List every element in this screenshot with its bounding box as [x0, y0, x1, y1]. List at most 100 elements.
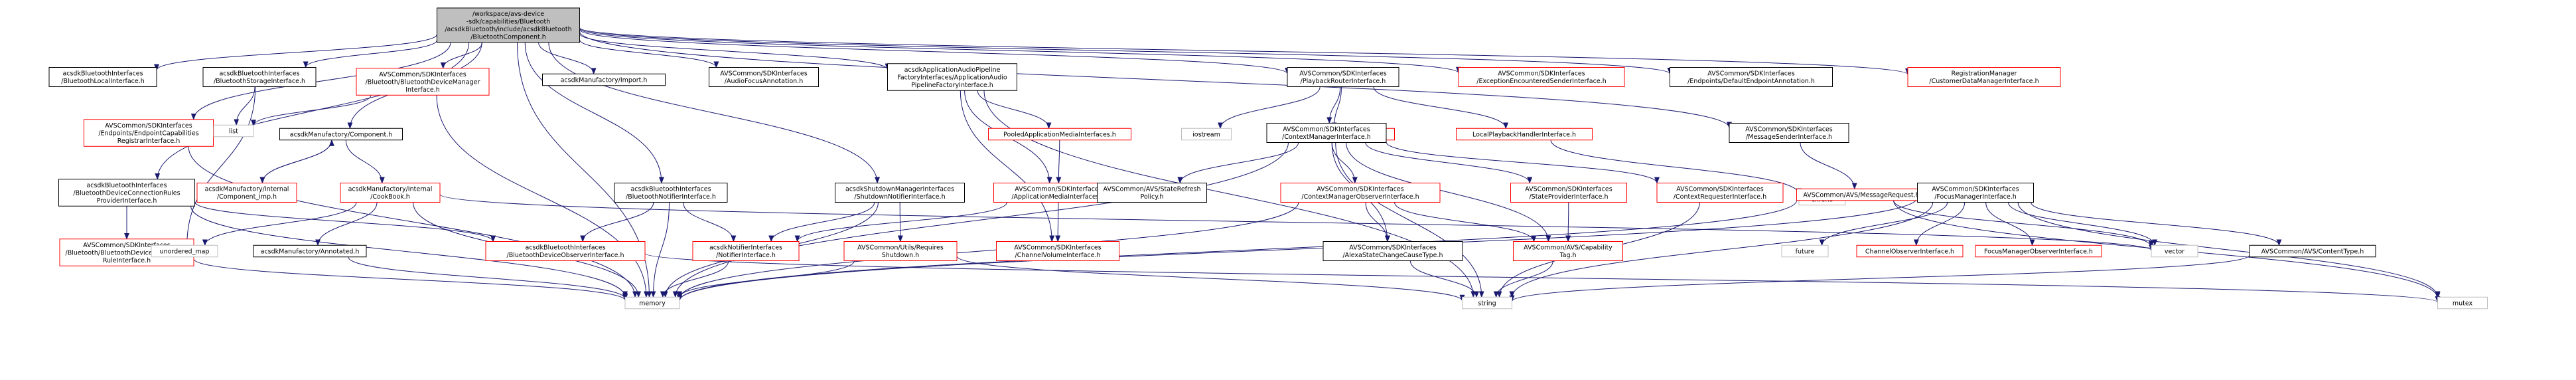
graph-node[interactable]: AVSCommon/AVS/ContentType.h [2249, 244, 2376, 258]
include-edge [190, 206, 628, 298]
node-label-line: acsdkApplicationAudioPipeline [904, 66, 1001, 74]
include-edge [1218, 86, 1321, 130]
node-label-line: /ContextManagerObserverInterface.h [1301, 193, 1419, 201]
include-edge [1331, 142, 1358, 184]
graph-node[interactable]: mutex [2437, 296, 2488, 310]
node-label-line: AVSCommon/SDKInterfaces [1676, 186, 1764, 193]
node-box [151, 244, 218, 258]
node-label-line: AVSCommon/SDKInterfaces [1707, 70, 1795, 78]
node-box [202, 67, 317, 87]
include-edge [1985, 202, 2035, 246]
node-label-line: acsdkBluetoothInterfaces [86, 182, 167, 189]
node-label-line: iostream [1192, 131, 1220, 138]
graph-node[interactable]: AVSCommon/SDKInterfaces/FocusManagerInte… [1917, 183, 2034, 203]
graph-node[interactable]: acsdkBluetoothInterfaces/BluetoothStorag… [202, 67, 317, 87]
graph-node[interactable]: acsdkManufactory/Internal/Component_imp.… [196, 183, 297, 203]
node-label-line: FocusManagerObserverInterface.h [1984, 248, 2093, 255]
graph-node[interactable]: AVSCommon/SDKInterfaces/ExceptionEncount… [1458, 67, 1625, 87]
graph-node[interactable]: PooledApplicationMediaInterfaces.h [988, 128, 1131, 141]
graph-node[interactable]: AVSCommon/SDKInterfaces/ContextManagerIn… [1266, 123, 1387, 143]
node-box [1323, 241, 1463, 261]
graph-node[interactable]: AVSCommon/SDKInterfaces/ContextRequester… [1656, 183, 1784, 203]
graph-node[interactable]: string [1462, 296, 1512, 310]
graph-node[interactable]: LocalPlaybackHandlerInterface.h [1456, 128, 1593, 141]
graph-node[interactable]: future [1781, 244, 1829, 258]
graph-node[interactable]: AVSCommon/SDKInterfaces/Endpoints/Defaul… [1670, 67, 1833, 87]
graph-node[interactable]: acsdkApplicationAudioPipelineFactoryInte… [887, 63, 1017, 91]
graph-node[interactable]: AVSCommon/SDKInterfaces/PlaybackRouterIn… [1287, 67, 1399, 87]
include-edge [2007, 202, 2158, 246]
node-box [1856, 244, 1964, 258]
node-label-line: acsdkManufactory/Import.h [561, 76, 648, 84]
node-label-line: Shutdown.h [882, 252, 919, 259]
node-box [1181, 128, 1232, 141]
graph-node[interactable]: AVSCommon/SDKInterfaces/StateProviderInt… [1510, 183, 1627, 203]
graph-node[interactable]: acsdkShutdownManagerInterfaces/ShutdownN… [835, 183, 965, 203]
graph-node[interactable]: AVSCommon/SDKInterfaces/Endpoints/Endpoi… [84, 119, 214, 147]
graph-node[interactable]: acsdkManufactory/Annotated.h [253, 244, 367, 258]
node-label-line: mutex [2453, 300, 2473, 307]
graph-node[interactable]: acsdkManufactory/Import.h [542, 73, 666, 86]
graph-node[interactable]: acsdkNotifierInterfaces/NotifierInterfac… [692, 241, 800, 261]
node-box [437, 7, 580, 43]
graph-node[interactable]: acsdkManufactory/Internal/CookBook.h [340, 183, 441, 203]
graph-node[interactable]: AVSCommon/SDKInterfaces/Bluetooth/Blueto… [59, 238, 194, 266]
node-label-line: /CustomerDataManagerInterface.h [1929, 78, 2039, 85]
include-edge [579, 29, 1290, 74]
include-edge [2031, 202, 2282, 246]
node-label-line: AVSCommon/SDKInterfaces [379, 71, 466, 78]
graph-root-node[interactable]: /workspace/avs-device-sdk/capabilities/B… [437, 7, 580, 43]
graph-node[interactable]: AVSCommon/SDKInterfaces/AudioFocusAnnota… [709, 67, 819, 87]
graph-node[interactable]: RegistrationManager/CustomerDataManagerI… [1907, 67, 2061, 87]
graph-node[interactable]: acsdkBluetoothInterfaces/BluetoothNotifi… [614, 183, 728, 203]
node-box [1656, 183, 1784, 203]
node-label-line: /BluetoothNotifierInterface.h [626, 193, 716, 201]
include-edge [579, 39, 719, 68]
graph-node[interactable]: acsdkBluetoothInterfaces/BluetoothLocalI… [48, 67, 157, 87]
node-label-line: AVSCommon/SDKInterfaces [1014, 244, 1102, 252]
include-edge [440, 42, 483, 69]
node-label-line: acsdkBluetoothInterfaces [62, 70, 143, 78]
graph-node[interactable]: AVSCommon/SDKInterfaces/Bluetooth/Blueto… [356, 68, 490, 96]
graph-node[interactable]: ChannelObserverInterface.h [1856, 244, 1964, 258]
node-label-line: /BluetoothDeviceConnectionRules [73, 189, 180, 197]
graph-node[interactable]: vector [2151, 244, 2198, 258]
include-edge [977, 90, 1052, 130]
node-box [1907, 67, 2061, 87]
node-label-line: /ShutdownNotifierInterface.h [854, 193, 945, 201]
include-edge [303, 40, 437, 68]
graph-node[interactable]: AVSCommon/SDKInterfaces/MessageSenderInt… [1729, 123, 1849, 143]
graph-node[interactable]: AVSCommon/SDKInterfaces/ChannelVolumeInt… [996, 241, 1119, 261]
include-edge [261, 139, 334, 183]
node-box [624, 296, 680, 310]
include-edge [579, 28, 1673, 74]
graph-node[interactable]: acsdkBluetoothInterfaces/BluetoothDevice… [58, 179, 195, 207]
node-label-line: AVSCommon/SDKInterfaces [1932, 186, 2019, 193]
include-edge [524, 42, 664, 184]
node-label-line: AVSCommon/SDKInterfaces [105, 122, 192, 130]
node-box [1513, 241, 1623, 261]
graph-node[interactable]: list [213, 124, 254, 138]
graph-node[interactable]: AVSCommon/SDKInterfaces/AlexaStateChange… [1323, 241, 1463, 261]
include-edge [348, 256, 628, 300]
graph-node[interactable]: iostream [1181, 128, 1232, 141]
include-edge [644, 252, 2440, 303]
node-label-line: acsdkBluetoothInterfaces [525, 244, 605, 252]
node-label-line: acsdkManufactory/Internal [348, 186, 433, 193]
graph-node[interactable]: AVSCommon/AVS/MessageRequest.h [1796, 188, 1926, 201]
node-label-line: AVSCommon/AVS/ContentType.h [2261, 248, 2364, 255]
graph-node[interactable]: acsdkBluetoothInterfaces/BluetoothDevice… [485, 241, 646, 261]
include-edge [193, 258, 628, 302]
graph-node[interactable]: AVSCommon/SDKInterfaces/ContextManagerOb… [1280, 183, 1441, 203]
graph-node[interactable]: acsdkManufactory/Component.h [279, 128, 403, 141]
graph-node[interactable]: unordered_map [151, 244, 218, 258]
node-label-line: AVSCommon/SDKInterfaces [1498, 70, 1585, 78]
include-edge [155, 42, 470, 180]
node-label-line: /ContextRequesterInterface.h [1674, 193, 1766, 201]
graph-node[interactable]: FocusManagerObserverInterface.h [1975, 244, 2102, 258]
include-edge [184, 86, 256, 246]
graph-node[interactable]: memory [624, 296, 680, 310]
